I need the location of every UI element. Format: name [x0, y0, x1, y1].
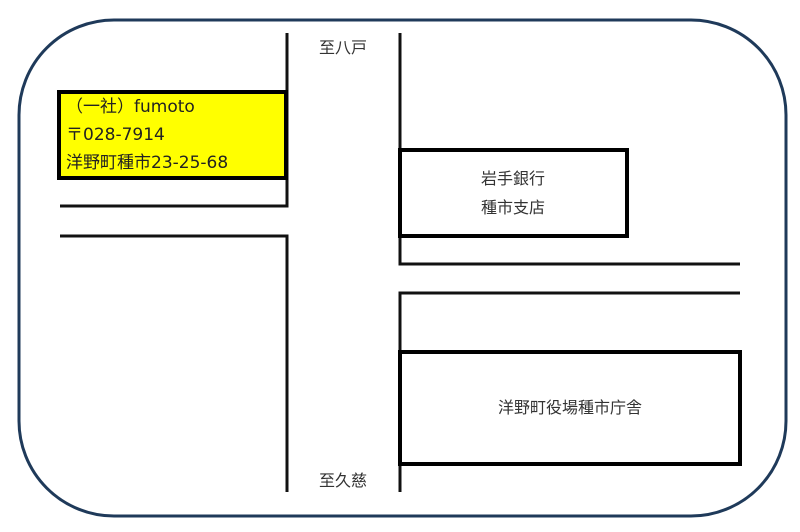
landmark-bank: 岩手銀行 種市支店 — [398, 148, 629, 238]
direction-label-south: 至久慈 — [319, 471, 367, 490]
direction-label-north: 至八戸 — [319, 38, 367, 57]
destination-marker: （一社）fumoto 〒028-7914 洋野町種市23-25-68 — [57, 90, 288, 180]
town-office-name: 洋野町役場種市庁舎 — [498, 398, 642, 417]
bank-name: 岩手銀行 — [481, 169, 545, 188]
destination-postal-code: 〒028-7914 — [66, 125, 165, 145]
bank-branch: 種市支店 — [481, 198, 545, 217]
destination-box — [57, 90, 288, 180]
destination-address: 洋野町種市23-25-68 — [66, 153, 228, 173]
bank-building — [398, 148, 629, 238]
town-office-building — [398, 350, 742, 466]
road-edge-sw — [60, 234, 289, 492]
destination-name: （一社）fumoto — [66, 97, 195, 117]
road-edge-ne — [398, 33, 740, 266]
landmark-town-office: 洋野町役場種市庁舎 — [398, 350, 742, 466]
